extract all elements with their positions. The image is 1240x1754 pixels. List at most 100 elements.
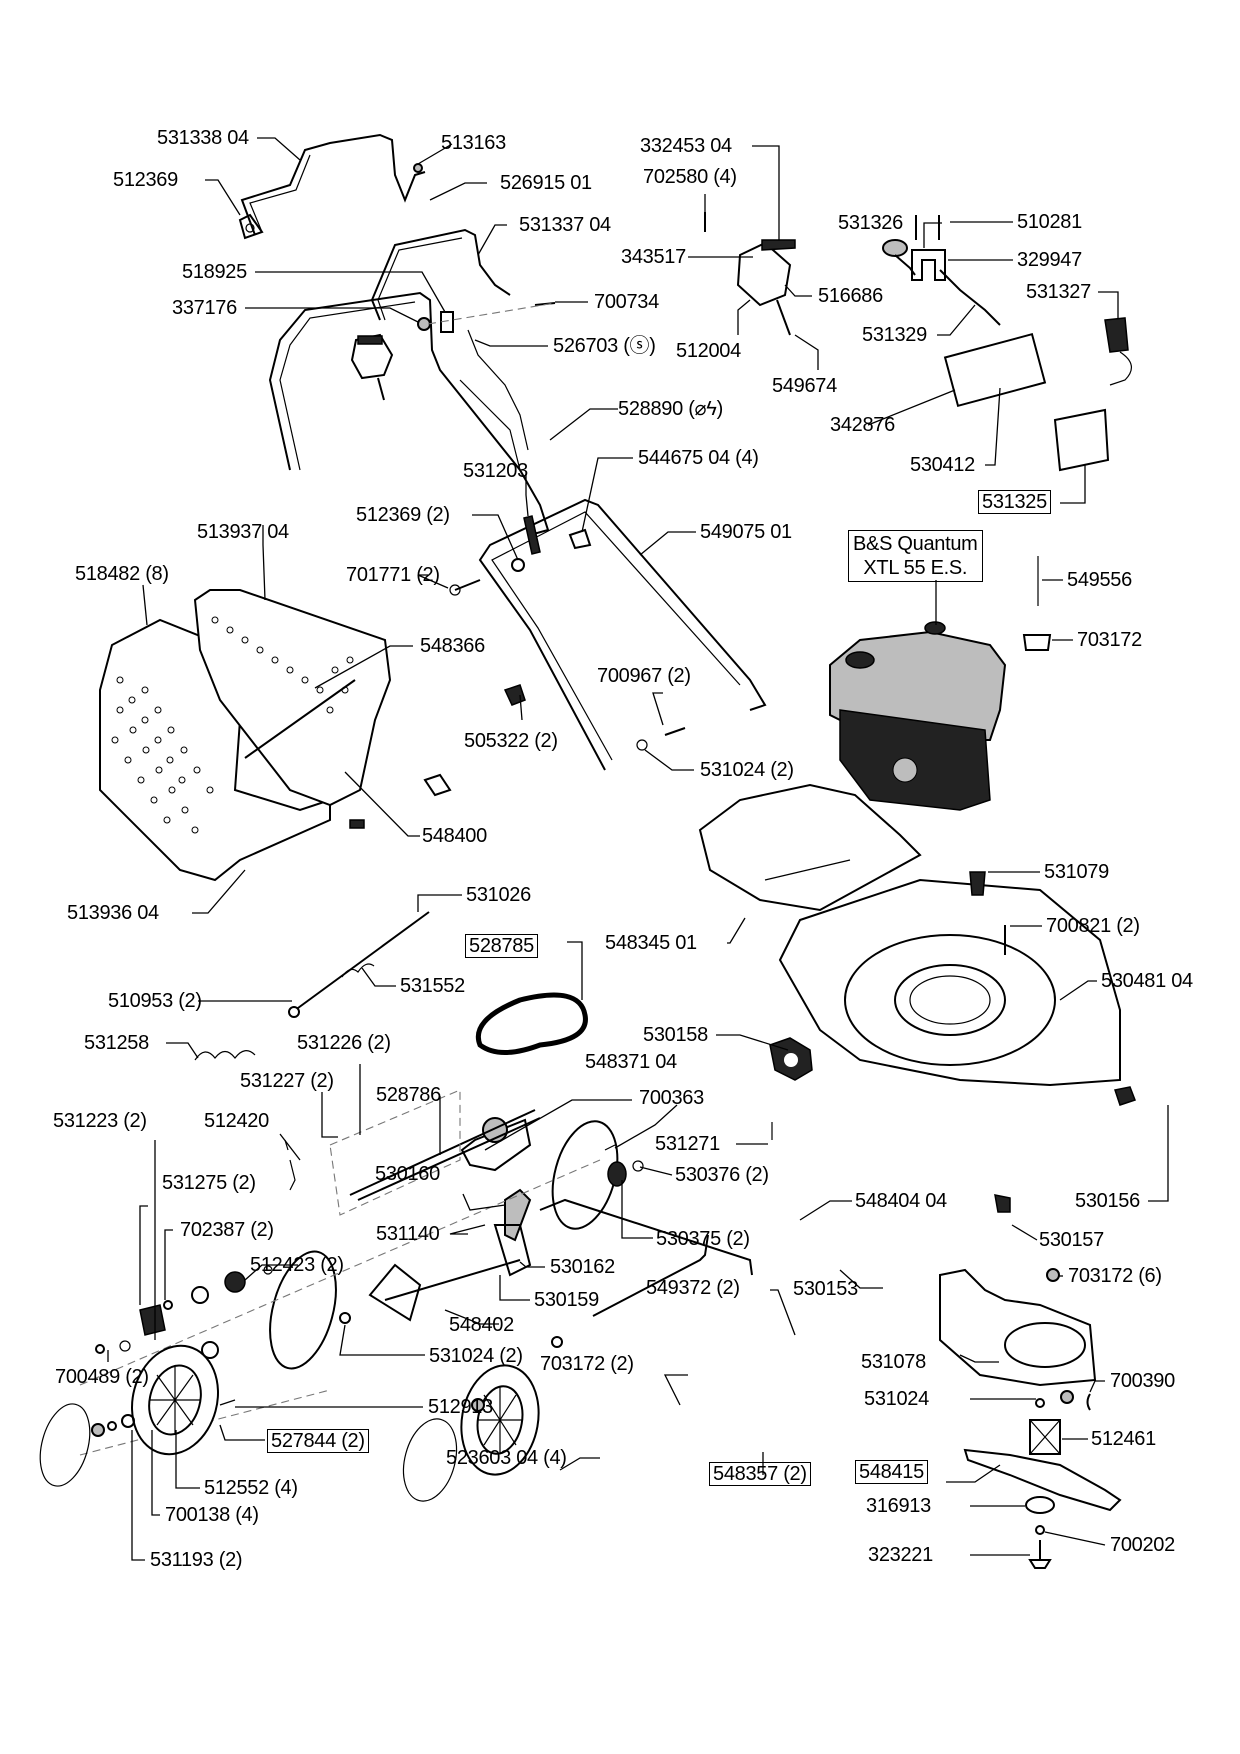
label-700821: 700821 (2) bbox=[1046, 915, 1140, 937]
label-702580: 702580 (4) bbox=[643, 166, 737, 188]
washer-531223 bbox=[95, 1344, 105, 1354]
label-703172-6: 703172 (6) bbox=[1068, 1265, 1162, 1287]
key-switch-531326 bbox=[882, 239, 916, 276]
washer-700138 bbox=[107, 1421, 117, 1431]
label-530159: 530159 bbox=[534, 1289, 599, 1311]
knob-505322 bbox=[503, 684, 526, 706]
label-526703: 526703 (ⓢ) bbox=[553, 335, 656, 357]
label-700967: 700967 (2) bbox=[597, 665, 691, 687]
grass-bag-frame-513937 bbox=[193, 589, 392, 807]
label-531327: 531327 bbox=[1026, 281, 1091, 303]
label-531552: 531552 bbox=[400, 975, 465, 997]
washer-531024-c bbox=[1035, 1398, 1045, 1408]
label-512423: 512423 (2) bbox=[250, 1254, 344, 1276]
nut-700390-a bbox=[1060, 1390, 1074, 1404]
label-342876: 342876 bbox=[830, 414, 895, 436]
label-548404-04: 548404 04 bbox=[855, 1190, 947, 1212]
label-531024: 531024 bbox=[864, 1388, 929, 1410]
label-531026: 531026 bbox=[466, 884, 531, 906]
label-530375: 530375 (2) bbox=[656, 1228, 750, 1250]
spring-531258 bbox=[194, 1050, 256, 1061]
washer-316913 bbox=[1025, 1496, 1055, 1514]
label-701771: 701771 (2) bbox=[346, 564, 440, 586]
rod-548366 bbox=[244, 679, 356, 759]
nut-531193 bbox=[91, 1423, 105, 1437]
label-531258: 531258 bbox=[84, 1032, 149, 1054]
cable-526703 bbox=[467, 329, 529, 451]
pulley-530375 bbox=[607, 1161, 627, 1187]
clip-530156 bbox=[1114, 1086, 1136, 1106]
label-512552: 512552 (4) bbox=[204, 1477, 298, 1499]
hubcap-disc bbox=[269, 1250, 337, 1370]
charger-531327 bbox=[1104, 317, 1129, 353]
cable-conduit-531329 bbox=[939, 269, 1001, 326]
label-548371-04: 548371 04 bbox=[585, 1051, 677, 1073]
blade-548415 bbox=[963, 1448, 1122, 1512]
washer-530376 bbox=[632, 1160, 644, 1172]
lower-handle-549075 bbox=[478, 498, 767, 771]
washer-700489 bbox=[119, 1340, 131, 1352]
label-531078: 531078 bbox=[861, 1351, 926, 1373]
screws-510281 bbox=[915, 215, 940, 240]
label-530153: 530153 bbox=[793, 1278, 858, 1300]
rod-548404 bbox=[539, 1198, 753, 1276]
label-332453-04: 332453 04 bbox=[640, 135, 732, 157]
battery-holder-531325 bbox=[1053, 408, 1110, 472]
axle-530153 bbox=[592, 1234, 709, 1317]
handle-531337 bbox=[370, 228, 511, 321]
rod-531026 bbox=[297, 911, 430, 1009]
label-549075-01: 549075 01 bbox=[700, 521, 792, 543]
leaders-lower bbox=[107, 1064, 1106, 1561]
label-323221: 323221 bbox=[868, 1544, 933, 1566]
label-531024-2b: 531024 (2) bbox=[429, 1345, 523, 1367]
ring-702387 bbox=[163, 1300, 173, 1310]
label-512369: 512369 bbox=[113, 169, 178, 191]
bushing-512423 bbox=[191, 1286, 209, 1304]
label-700202: 700202 bbox=[1110, 1534, 1175, 1556]
bolt-323221 bbox=[1028, 1540, 1052, 1569]
label-531271: 531271 bbox=[655, 1133, 720, 1155]
washer-512423 bbox=[263, 1265, 273, 1275]
label-337176: 337176 bbox=[172, 297, 237, 319]
label-528785: 528785 bbox=[465, 934, 538, 958]
label-549556: 549556 bbox=[1067, 569, 1132, 591]
label-512461: 512461 bbox=[1091, 1428, 1156, 1450]
label-531338-04: 531338 04 bbox=[157, 127, 249, 149]
label-548402: 548402 bbox=[449, 1314, 514, 1336]
label-530376: 530376 (2) bbox=[675, 1164, 769, 1186]
label-329947: 329947 bbox=[1017, 249, 1082, 271]
belt-528785 bbox=[476, 992, 588, 1055]
label-510281: 510281 bbox=[1017, 211, 1082, 233]
leaders-engine bbox=[935, 579, 1073, 641]
label-531226: 531226 (2) bbox=[297, 1032, 391, 1054]
label-505322: 505322 (2) bbox=[464, 730, 558, 752]
bolt-700734 bbox=[534, 302, 556, 306]
label-548345-01: 548345 01 bbox=[605, 932, 697, 954]
knob-512369-2 bbox=[511, 558, 525, 572]
label-512420: 512420 bbox=[204, 1110, 269, 1132]
label-531079: 531079 bbox=[1044, 861, 1109, 883]
lever-530160 bbox=[504, 1188, 532, 1242]
washer-531024-b bbox=[339, 1312, 351, 1324]
label-527844: 527844 (2) bbox=[267, 1429, 369, 1453]
adapter-512461 bbox=[1029, 1419, 1061, 1455]
label-512369-2: 512369 (2) bbox=[356, 504, 450, 526]
label-528890: 528890 (⌀ϟ) bbox=[618, 398, 723, 420]
mower-deck-530481 bbox=[778, 878, 1121, 1087]
plate-548402 bbox=[368, 1263, 422, 1322]
label-549372: 549372 (2) bbox=[646, 1277, 740, 1299]
label-513937-04: 513937 04 bbox=[197, 521, 289, 543]
clamp-531203 bbox=[523, 515, 541, 555]
label-530160: 530160 bbox=[375, 1163, 440, 1185]
switch-assembly-512004 bbox=[736, 239, 796, 336]
engine-model-label: B&S Quantum XTL 55 E.S. bbox=[848, 530, 983, 582]
label-548357: 548357 (2) bbox=[709, 1462, 811, 1486]
bolt-700967 bbox=[664, 727, 686, 736]
clip-530157 bbox=[994, 1194, 1011, 1213]
bolt-512913 bbox=[219, 1399, 236, 1406]
gear-531275 bbox=[139, 1304, 166, 1336]
engine-label-line2: XTL 55 E.S. bbox=[863, 557, 968, 579]
leaders-deck bbox=[716, 871, 1169, 1241]
label-531203: 531203 bbox=[463, 460, 528, 482]
